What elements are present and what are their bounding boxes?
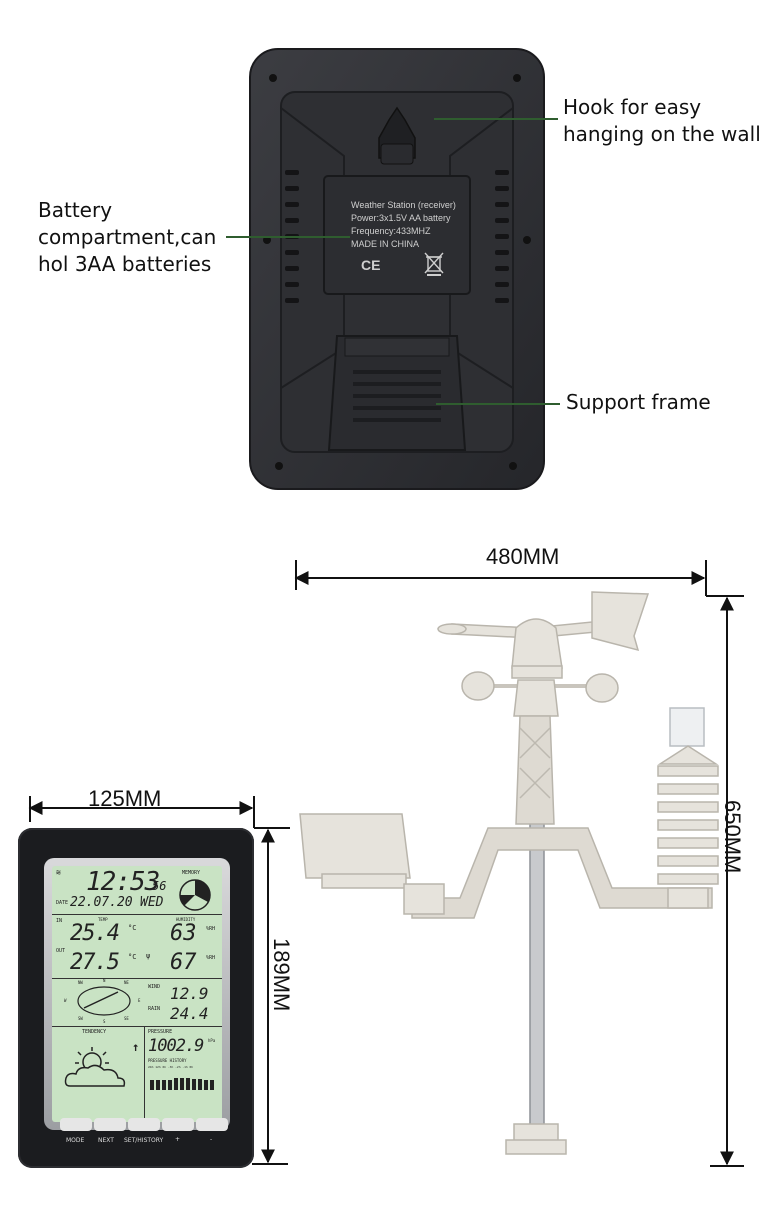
temp-in-unit: °C: [128, 924, 137, 932]
plus-button[interactable]: [162, 1118, 194, 1131]
lcd-hum-in: 63: [170, 921, 197, 946]
compass-s: S: [103, 1019, 106, 1024]
label-line: MADE IN CHINA: [351, 239, 420, 249]
set-history-button[interactable]: [128, 1118, 160, 1131]
label-line: Power:3x1.5V AA battery: [351, 213, 451, 223]
ce-mark: CE: [361, 257, 381, 273]
temp-out-unit: °C: [128, 953, 137, 961]
pressure-history-bars: [150, 1078, 214, 1090]
in-label: IN: [56, 918, 63, 924]
divider: [52, 1026, 222, 1027]
compass-e: E: [138, 998, 141, 1003]
dimension-display-width: 125MM: [88, 786, 162, 811]
humidity-label: HUMIDITY: [176, 917, 196, 922]
tendency-label: TENDENCY: [82, 1029, 107, 1035]
back-panel-housing: [249, 48, 545, 490]
plus-button-label: +: [175, 1136, 181, 1143]
callout-hook: Hook for easy hanging on the wall: [563, 95, 761, 146]
mode-button-label: MODE: [66, 1137, 85, 1144]
signal-icon: ≋: [56, 868, 61, 877]
compass-se: SE: [124, 1016, 129, 1021]
lcd-hum-out: 67: [170, 950, 197, 975]
set-history-button-label: SET/HISTORY: [124, 1137, 164, 1144]
next-button[interactable]: [94, 1118, 126, 1131]
dimension-sensor-width: 480MM: [486, 544, 560, 569]
rain-label: RAIN: [148, 1006, 161, 1012]
tendency-arrow-icon: ↑: [132, 1040, 140, 1054]
hum-in-unit: %RH: [206, 926, 216, 932]
lcd-screen: ≋ 12:53 56 MEMORY DATE 22.07.20 WED IN T…: [52, 866, 222, 1122]
sensor-signal-icon: ψ: [146, 952, 151, 960]
history-ticks: 24h 12h 6h -3h -2h -1h 0h: [148, 1065, 194, 1069]
date-label: DATE: [56, 900, 69, 906]
lcd-temp-in: 25.4: [70, 921, 120, 946]
divider: [144, 1026, 145, 1122]
outdoor-sensor-array: [299, 591, 719, 1155]
moon-phase-icon: [179, 879, 211, 911]
compass-w: W: [64, 998, 67, 1003]
divider: [52, 914, 222, 915]
pressure-unit: hPa: [208, 1038, 216, 1043]
back-panel: Weather Station (receiver) Power:3x1.5V …: [249, 48, 545, 490]
mode-button[interactable]: [60, 1118, 92, 1131]
compass-n: N: [103, 978, 106, 983]
lcd-time: 12:53: [86, 867, 160, 897]
partly-cloudy-icon: [64, 1047, 126, 1087]
lcd-rain: 24.4: [170, 1004, 209, 1023]
label-line: Frequency:433MHZ: [351, 226, 431, 236]
battery-cover-label: Weather Station (receiver) Power:3x1.5V …: [351, 199, 471, 251]
callout-battery: Battery compartment,can hol 3AA batterie…: [38, 198, 217, 276]
leader-line-battery: [226, 236, 350, 238]
wind-label: WIND: [148, 984, 161, 990]
lcd-wind: 12.9: [170, 984, 209, 1003]
lcd-date: 22.07.20: [70, 895, 133, 910]
minus-button[interactable]: [196, 1118, 228, 1131]
leader-line-support: [436, 403, 560, 405]
next-button-label: NEXT: [98, 1137, 114, 1144]
wind-compass: [77, 986, 131, 1016]
lcd-seconds: 56: [152, 879, 167, 893]
compass-sw: SW: [78, 1016, 83, 1021]
lcd-weekday: WED: [140, 895, 164, 910]
callout-support: Support frame: [566, 390, 711, 414]
crossed-bin-icon: [424, 252, 444, 276]
pressure-label: PRESSURE: [148, 1029, 173, 1035]
lcd-temp-out: 27.5: [70, 950, 120, 975]
hum-out-unit: %RH: [206, 955, 216, 961]
compass-nw: NW: [78, 980, 83, 985]
display-unit: ≋ 12:53 56 MEMORY DATE 22.07.20 WED IN T…: [18, 828, 254, 1168]
label-line: Weather Station (receiver): [351, 200, 456, 210]
memory-label: MEMORY: [182, 870, 201, 876]
divider: [52, 978, 222, 979]
compass-ne: NE: [124, 980, 129, 985]
leader-line-hook: [434, 118, 558, 120]
temp-label: TEMP: [98, 917, 108, 922]
dimension-display-height: 189MM: [269, 938, 294, 1012]
out-label: OUT: [56, 948, 66, 954]
pressure-history-label: PRESSURE HISTORY: [148, 1058, 187, 1063]
minus-button-label: -: [210, 1136, 213, 1143]
lcd-pressure: 1002.9: [148, 1036, 204, 1056]
